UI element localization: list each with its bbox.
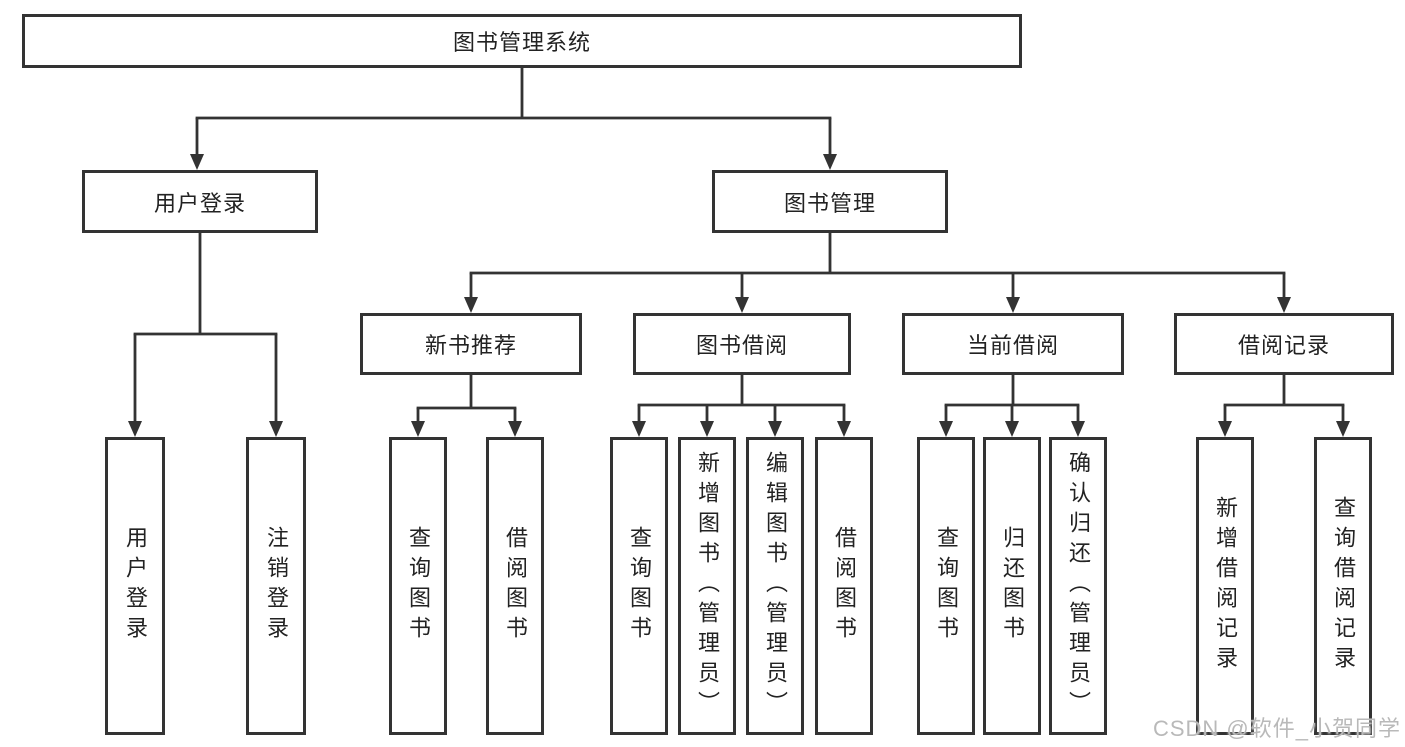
leaf-label: 编辑图书（管理员） [763,451,788,721]
arrowheads [128,154,1350,437]
leaf-label: 归还图书 [1000,526,1025,646]
leaf-label: 确认归还（管理员） [1066,451,1091,721]
leaf-label: 查询借阅记录 [1331,496,1356,676]
node-current-borrowing: 当前借阅 [902,313,1124,375]
leaf-borrow-books-recommend: 借阅图书 [486,437,544,735]
leaf-query-books-recommend: 查询图书 [389,437,447,735]
node-label: 图书借阅 [695,333,788,358]
node-new-book-recommendation: 新书推荐 [360,313,582,375]
leaf-logout: 注销登录 [246,437,306,735]
csdn-watermark: CSDN @软件_小贺同学 [1152,716,1401,741]
leaf-label: 借阅图书 [832,526,857,646]
node-book-borrowing: 图书借阅 [633,313,851,375]
leaf-label: 查询图书 [934,526,959,646]
node-label: 用户登录 [153,190,246,216]
node-label: 当前借阅 [966,333,1059,358]
leaf-query-books-current: 查询图书 [917,437,975,735]
leaf-label: 查询图书 [406,526,431,646]
leaf-confirm-return-admin: 确认归还（管理员） [1049,437,1107,735]
leaf-add-borrow-record: 新增借阅记录 [1196,437,1254,735]
node-book-management: 图书管理 [712,170,948,233]
node-label: 图书管理 [783,190,876,216]
leaf-edit-book-admin: 编辑图书（管理员） [746,437,804,735]
leaf-label: 新增借阅记录 [1213,496,1238,676]
leaf-add-book-admin: 新增图书（管理员） [678,437,736,735]
leaf-label: 用户登录 [123,526,148,646]
leaf-borrow-books: 借阅图书 [815,437,873,735]
node-label: 图书管理系统 [452,30,591,55]
leaf-query-books-borrow: 查询图书 [610,437,668,735]
leaf-return-books: 归还图书 [983,437,1041,735]
node-library-management-system: 图书管理系统 [22,14,1022,68]
leaf-label: 查询图书 [627,526,652,646]
leaf-query-borrow-record: 查询借阅记录 [1314,437,1372,735]
node-label: 借阅记录 [1237,333,1330,358]
node-label: 新书推荐 [424,333,517,358]
node-borrowing-records: 借阅记录 [1174,313,1394,375]
leaf-label: 注销登录 [264,526,289,646]
leaf-user-login: 用户登录 [105,437,165,735]
leaf-label: 借阅图书 [503,526,528,646]
leaf-label: 新增图书（管理员） [695,451,720,721]
node-user-login: 用户登录 [82,170,318,233]
